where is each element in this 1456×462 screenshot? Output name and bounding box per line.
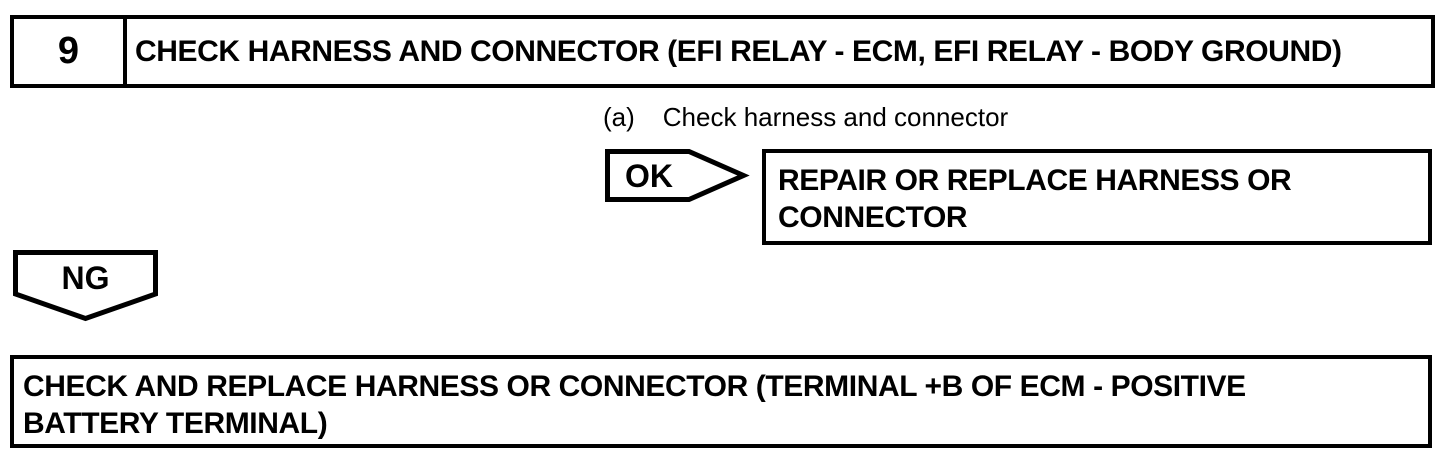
ok-right-arrow-icon xyxy=(605,149,750,202)
step-number: 9 xyxy=(14,19,127,84)
step-header-box: 9 CHECK HARNESS AND CONNECTOR (EFI RELAY… xyxy=(10,15,1435,88)
ok-action-line-2: CONNECTOR xyxy=(778,201,968,234)
ok-connector: OK xyxy=(605,149,750,202)
ok-action-line-1: REPAIR OR REPLACE HARNESS OR xyxy=(778,164,1292,197)
ng-connector: NG xyxy=(13,250,158,322)
ng-down-arrow-icon xyxy=(13,250,158,322)
ng-action-line-2: BATTERY TERMINAL) xyxy=(23,407,328,440)
step-title: CHECK HARNESS AND CONNECTOR (EFI RELAY -… xyxy=(135,34,1342,68)
instruction-text: Check harness and connector xyxy=(662,102,1009,132)
instruction-line: (a) Check harness and connector xyxy=(603,102,1008,133)
ng-action-line-1: CHECK AND REPLACE HARNESS OR CONNECTOR (… xyxy=(23,370,1246,403)
ng-label: NG xyxy=(61,259,110,296)
ng-action-box: CHECK AND REPLACE HARNESS OR CONNECTOR (… xyxy=(10,355,1432,448)
instruction-marker: (a) xyxy=(603,102,635,132)
ok-label: OK xyxy=(625,157,673,194)
ok-action-box: REPAIR OR REPLACE HARNESS OR CONNECTOR xyxy=(762,149,1432,245)
